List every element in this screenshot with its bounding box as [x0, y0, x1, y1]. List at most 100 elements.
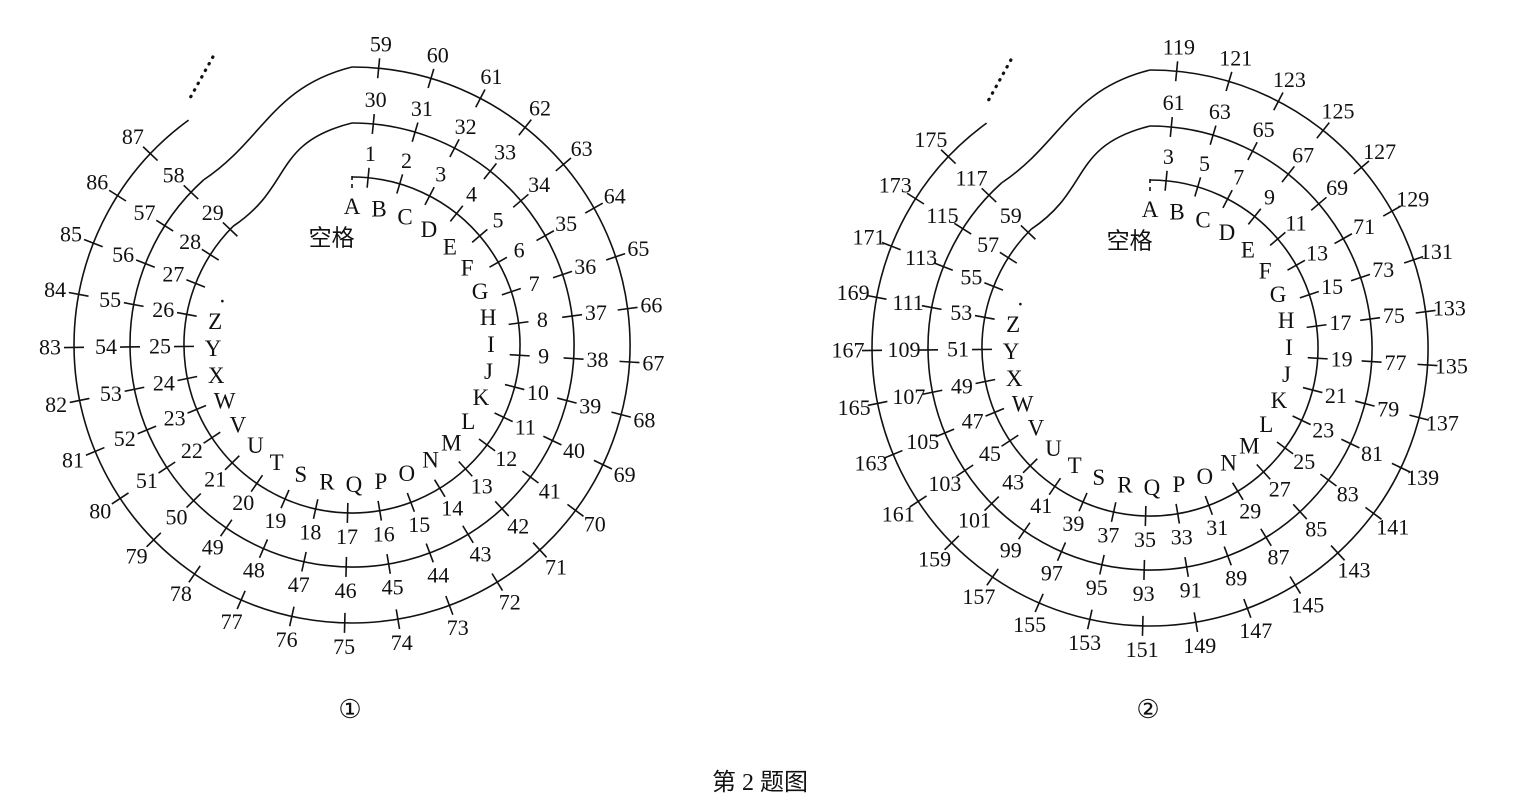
ring-tick — [1110, 502, 1117, 522]
ring2-number: 33 — [494, 140, 516, 165]
ring-tick — [458, 460, 473, 477]
ring2-number: 63 — [1209, 99, 1231, 124]
ring-tick — [188, 565, 201, 583]
ring-tick — [1409, 414, 1430, 421]
ring2-number: 69 — [1326, 175, 1348, 200]
ring-tick — [1243, 598, 1252, 619]
ring2-number: 57 — [134, 200, 156, 225]
ring1-number: 47 — [962, 409, 984, 434]
ring-tick — [427, 68, 435, 89]
letter-label: C — [397, 205, 412, 230]
ring2-number: 39 — [579, 394, 601, 419]
ring1-number: 35 — [1134, 527, 1156, 552]
ring-tick — [619, 360, 640, 364]
letter-label: Q — [346, 472, 363, 497]
letter-label: E — [1241, 237, 1255, 262]
ring1-number: 11 — [515, 415, 536, 440]
connector-curve — [1030, 125, 1151, 230]
ring-tick — [944, 535, 960, 551]
ring2-number: 73 — [1372, 257, 1394, 282]
ellipsis-text: …… — [220, 26, 264, 51]
ring2-number: 36 — [574, 254, 596, 279]
ring-tick — [1164, 170, 1168, 191]
letter-label: . — [220, 283, 226, 308]
ring3-number: 74 — [391, 630, 413, 655]
ring3-number: 85 — [60, 221, 82, 246]
ring2-number: 71 — [1353, 214, 1375, 239]
ring-tick — [1382, 205, 1402, 217]
ring3-number: 66 — [640, 293, 662, 318]
ring-tick — [124, 386, 145, 393]
ring3-number: 167 — [832, 338, 865, 363]
ring3-number: 119 — [1163, 34, 1195, 59]
ring-tick — [985, 407, 1005, 417]
ring1-number: 16 — [373, 521, 395, 546]
ring1-number: 4 — [466, 182, 477, 207]
ring-tick — [142, 146, 159, 162]
letter-label: C — [1195, 208, 1210, 233]
ring-tick — [512, 193, 529, 208]
ring1-number: 37 — [1097, 522, 1119, 547]
ring-tick — [504, 383, 525, 391]
ring1-number: 8 — [537, 307, 548, 332]
ring1-number: 43 — [1002, 470, 1024, 495]
ring-tick — [449, 205, 464, 222]
ring-tick — [953, 222, 972, 235]
ring-tick — [137, 425, 157, 435]
ring2-number: 43 — [470, 542, 492, 567]
ring-tick — [1143, 559, 1146, 580]
ring2-number: 50 — [166, 504, 188, 529]
ring-tick — [1330, 545, 1346, 561]
ring2-number: 93 — [1133, 581, 1155, 606]
ring-tick — [1174, 61, 1179, 82]
ring1-number: 13 — [1306, 241, 1328, 266]
ring3-number: 69 — [614, 462, 636, 487]
ring1-number: 26 — [152, 297, 174, 322]
middle-ring — [927, 125, 1373, 571]
ring1-number: 12 — [495, 446, 517, 471]
ring2-number: 35 — [555, 211, 577, 236]
ring-tick — [376, 58, 381, 79]
ring1-number: 27 — [1269, 477, 1291, 502]
ring-tick — [185, 493, 202, 509]
inner-ring — [981, 179, 1319, 517]
ring2-number: 77 — [1385, 350, 1407, 375]
ring-tick — [508, 320, 529, 326]
ring3-number: 77 — [221, 609, 243, 634]
ring2-number: 51 — [136, 468, 158, 493]
ring-tick — [1292, 415, 1312, 426]
ring-tick — [471, 228, 488, 243]
ring-tick — [1078, 492, 1088, 512]
ring-tick — [123, 301, 144, 308]
ring-tick — [562, 313, 583, 319]
ring3-number: 141 — [1376, 515, 1409, 540]
ring2-number: 32 — [455, 114, 477, 139]
ring-tick — [593, 459, 613, 470]
ring-tick — [557, 397, 577, 404]
ring1-number: 9 — [538, 344, 549, 369]
letter-label: A — [1142, 197, 1159, 222]
ring-tick — [425, 543, 434, 563]
ring2-number: 109 — [888, 337, 921, 362]
letter-label: I — [1285, 335, 1293, 360]
ring1-number: 33 — [1171, 524, 1193, 549]
ring1-number: 24 — [153, 370, 175, 395]
ring-tick — [250, 474, 264, 493]
ring2-number: 48 — [243, 558, 265, 583]
ring1-number: 28 — [179, 229, 201, 254]
ring2-number: 54 — [95, 334, 117, 359]
ring3-number: 147 — [1239, 618, 1272, 643]
ring-tick — [956, 464, 974, 477]
ring3-number: 169 — [837, 280, 870, 305]
ring1-number: 17 — [1329, 310, 1351, 335]
ring1-number: 53 — [950, 300, 972, 325]
middle-ring — [129, 122, 575, 568]
ring3-number: 129 — [1396, 186, 1429, 211]
ring3-number: 127 — [1363, 139, 1396, 164]
letter-label: B — [1169, 200, 1184, 225]
ring3-number: 137 — [1426, 411, 1459, 436]
ring3-number: 61 — [480, 64, 502, 89]
ring-tick — [1056, 542, 1067, 562]
ring-tick — [1020, 224, 1036, 240]
ring1-number: 21 — [1325, 383, 1347, 408]
